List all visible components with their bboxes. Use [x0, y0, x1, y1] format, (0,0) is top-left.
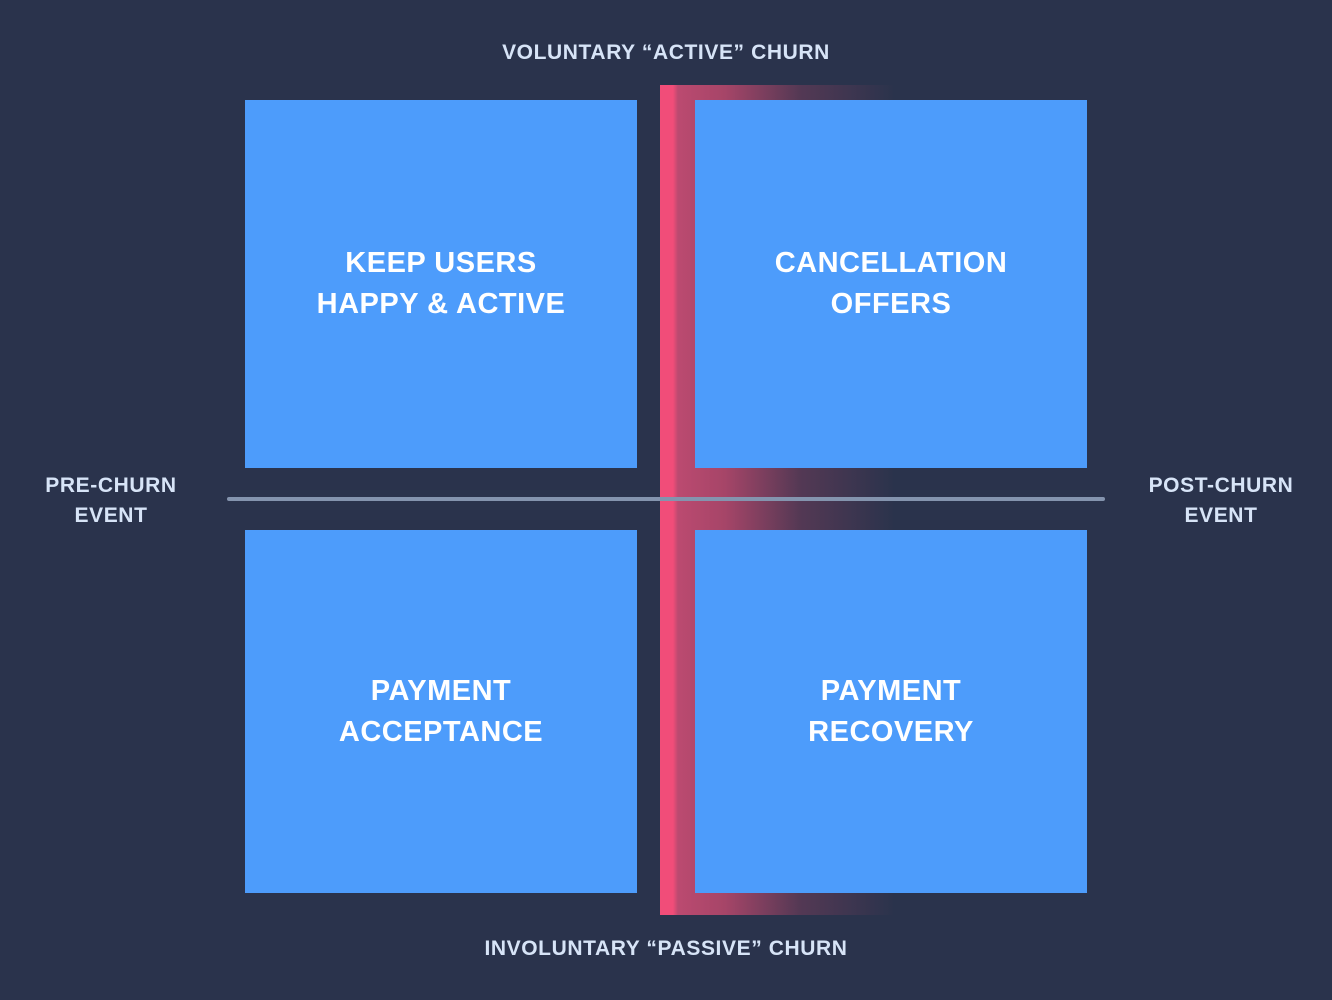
quadrant-label-payment-acceptance: PAYMENT ACCEPTANCE: [338, 674, 544, 748]
quadrant-payment-acceptance: PAYMENT ACCEPTANCE: [245, 530, 637, 893]
axis-label-involuntary-churn: INVOLUNTARY “PASSIVE” CHURN: [484, 937, 848, 960]
quadrant-cancellation-offers: CANCELLATION OFFERS: [695, 100, 1087, 468]
quadrant-label-payment-recovery: PAYMENT RECOVERY: [808, 674, 974, 748]
quadrant-label-cancellation-offers: CANCELLATION OFFERS: [774, 247, 1008, 320]
quadrant-keep-users-happy-active: KEEP USERS HAPPY & ACTIVE: [245, 100, 637, 468]
axis-label-voluntary-churn: VOLUNTARY “ACTIVE” CHURN: [502, 41, 830, 64]
quadrant-payment-recovery: PAYMENT RECOVERY: [695, 530, 1087, 893]
horizontal-axis-line: [227, 497, 1105, 501]
axis-label-pre-churn-event: PRE-CHURN EVENT: [45, 474, 177, 527]
quadrant-label-keep-users-happy-active: KEEP USERS HAPPY & ACTIVE: [316, 247, 566, 320]
axis-label-post-churn-event: POST-CHURN EVENT: [1148, 474, 1294, 527]
